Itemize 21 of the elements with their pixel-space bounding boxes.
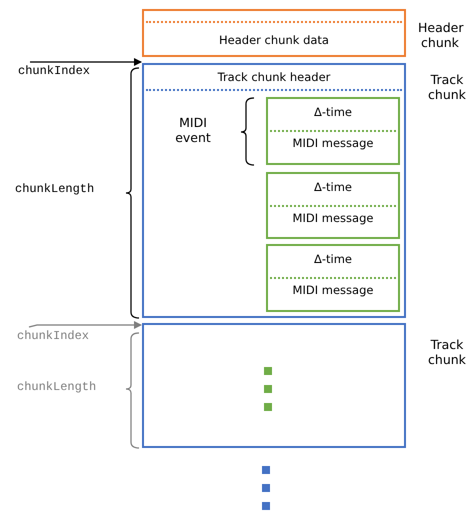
block-label: Δ-time [314,252,352,266]
arrow [28,321,142,329]
block-label: MIDI message [292,283,374,297]
group-label: MIDI event [174,115,212,145]
block-label: MIDI message [292,136,374,150]
field-label: chunkLength [17,380,96,394]
block-label: Δ-time [314,105,352,119]
memory-block [266,244,400,312]
memory-block [266,97,400,165]
side-label: Track chunk [427,72,467,102]
field-label: chunkLength [15,182,94,196]
block-label: MIDI message [292,211,374,225]
block-label: Track chunk header [218,70,330,84]
field-label: chunkIndex [18,64,114,80]
side-label: Header chunk [418,20,462,50]
arrow [30,58,142,66]
memory-block [266,172,400,239]
field-label: chunkIndex [17,329,113,345]
block-label: Δ-time [314,180,352,194]
side-label: Track chunk [427,337,467,367]
block-label: Header chunk data [219,33,329,47]
